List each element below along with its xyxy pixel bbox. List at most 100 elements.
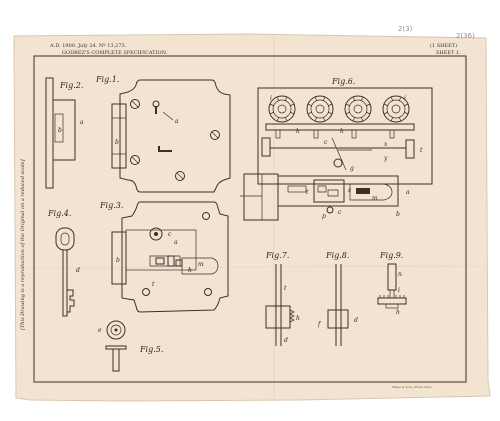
fig7-letter-d: d	[284, 337, 288, 344]
fig6-dial-4	[382, 95, 410, 123]
bolt-assembly-case	[313, 179, 345, 203]
fig3-screw-top-right	[202, 212, 210, 220]
fig6-letter-h: h	[296, 128, 300, 135]
bolt-letter-m: m	[372, 195, 378, 202]
fig1-bolt-housing	[111, 103, 127, 169]
key-bit	[67, 289, 75, 313]
fig6-letter-i: i	[270, 95, 272, 102]
bolt-letter-p: p	[322, 213, 326, 220]
fig8-letter-d: d	[354, 317, 358, 324]
fig1-screw-slot-2	[131, 156, 139, 164]
fig6-letter-g: g	[350, 165, 354, 172]
fig6-dial-3	[344, 95, 372, 123]
bolt-assembly-plate	[277, 175, 399, 207]
fig7-label: Fig.7.	[265, 251, 289, 260]
bolt-letter-t: t	[306, 189, 309, 196]
fig8-label: Fig.8.	[325, 251, 349, 260]
fig6-letter-y: y	[383, 155, 388, 162]
fig2-letter-a: a	[80, 119, 84, 126]
fig1-leader-a	[162, 111, 174, 121]
fig8-block	[327, 309, 349, 329]
fig1-screw-right	[210, 130, 220, 140]
fig6-frame	[257, 87, 433, 185]
paper-fold-line-horizontal	[15, 265, 487, 269]
fig1-screw-slot-3	[211, 131, 219, 139]
figure-5: e Fig.5.	[98, 320, 163, 372]
fig5-stem	[112, 348, 120, 372]
fig6-label: Fig.6.	[331, 77, 355, 86]
fig6-lever-arm	[331, 137, 347, 171]
fig3-screw-bottom-right	[204, 288, 212, 296]
figure-6-bolt-assembly: t s m b p c a	[240, 173, 410, 221]
figure-7: Fig.7. t h d	[265, 251, 300, 346]
header-patent-number: A.D. 1900. July 24. Nº 13,273.	[49, 43, 127, 49]
bolt-assembly-dark-block	[356, 188, 370, 194]
fig3-letter-b: b	[116, 257, 120, 264]
header-sheet-count: (1 SHEET)	[430, 42, 457, 49]
fig1-screw-bottom	[175, 171, 185, 181]
bolt-assembly-bolt	[287, 185, 307, 193]
figure-3: Fig.3. c a m h b t	[99, 201, 229, 313]
figure-1: Fig.1. a b	[95, 75, 231, 193]
figure-9: Fig.9. n i h	[377, 251, 407, 316]
fig9-label: Fig.9.	[379, 251, 403, 260]
key-shaft	[62, 249, 68, 317]
fig6-dial-2	[306, 95, 334, 123]
fig6-pin-2	[313, 129, 319, 139]
side-note-reproduction: [This Drawing is a reproduction of the O…	[20, 159, 26, 330]
fig1-letter-b: b	[115, 139, 119, 146]
fig5-rosette	[106, 320, 126, 340]
fig9-base	[385, 303, 399, 309]
fig4-label: Fig.4.	[47, 209, 71, 218]
bolt-letter-a: a	[406, 189, 410, 196]
fig6-pivot	[333, 158, 343, 168]
fig6-letter-t: t	[420, 147, 423, 154]
fig2-letter-b: b	[58, 127, 62, 134]
bolt-assembly-tail	[349, 183, 393, 201]
fig1-letter-a: a	[175, 118, 179, 125]
fig1-label: Fig.1.	[95, 75, 119, 84]
figure-8: Fig.8. f d	[317, 251, 358, 346]
fig6-pin-1	[275, 129, 281, 139]
fig3-lock-body	[121, 201, 229, 313]
fig2-slot	[54, 113, 64, 143]
figure-6: Fig.6. i i h h	[257, 77, 433, 185]
header-sheet-number: SHEET 1.	[436, 50, 461, 56]
fig1-screw-top-left	[130, 99, 140, 109]
fig5-rosette-inner	[110, 324, 122, 336]
fig6-pin-4	[389, 129, 395, 139]
fig6-letter-c: c	[324, 139, 328, 146]
fig7-letter-t: t	[284, 285, 287, 292]
key-letter-d: d	[76, 267, 80, 274]
fig6-letter-h-2: h	[340, 128, 344, 135]
paper-sheet	[13, 33, 491, 402]
bolt-assembly-bottom-pin	[326, 206, 334, 214]
fig6-dial-1	[268, 95, 296, 123]
fig8-letter-f: f	[317, 321, 322, 328]
fig1-screw-bottom-left	[130, 155, 140, 165]
fig1-screw-slot	[131, 100, 139, 108]
fig5-center	[114, 328, 118, 332]
key-bow-hole	[60, 232, 70, 246]
bolt-letter-s: s	[348, 187, 351, 194]
fig7-letter-h: h	[296, 315, 300, 322]
fig3-bolt-tail	[181, 257, 219, 275]
fig7-teeth	[289, 309, 295, 323]
pencil-mark-1: 2(3)	[398, 25, 413, 33]
bolt-letter-c: c	[338, 209, 342, 216]
fig3-letter-t: t	[152, 281, 155, 288]
fig1-lock-body	[119, 79, 231, 193]
fig6-left-post	[261, 137, 271, 157]
fig3-screw-bottom-left	[142, 288, 150, 296]
fig9-letter-h: h	[396, 309, 400, 316]
drawing-border	[33, 55, 467, 383]
pencil-mark-2: 2(36)	[456, 32, 475, 40]
fig1-key-slot-end	[158, 146, 160, 152]
fig6-upper-bar	[265, 123, 415, 131]
bolt-letter-b: b	[396, 211, 400, 218]
header-specification-title: GODREZ'S COMPLETE SPECIFICATION.	[62, 50, 168, 56]
figure-2: Fig.2. b a	[45, 77, 84, 189]
fig1-screw-slot-4	[176, 172, 184, 180]
fig6-right-post	[405, 139, 415, 159]
